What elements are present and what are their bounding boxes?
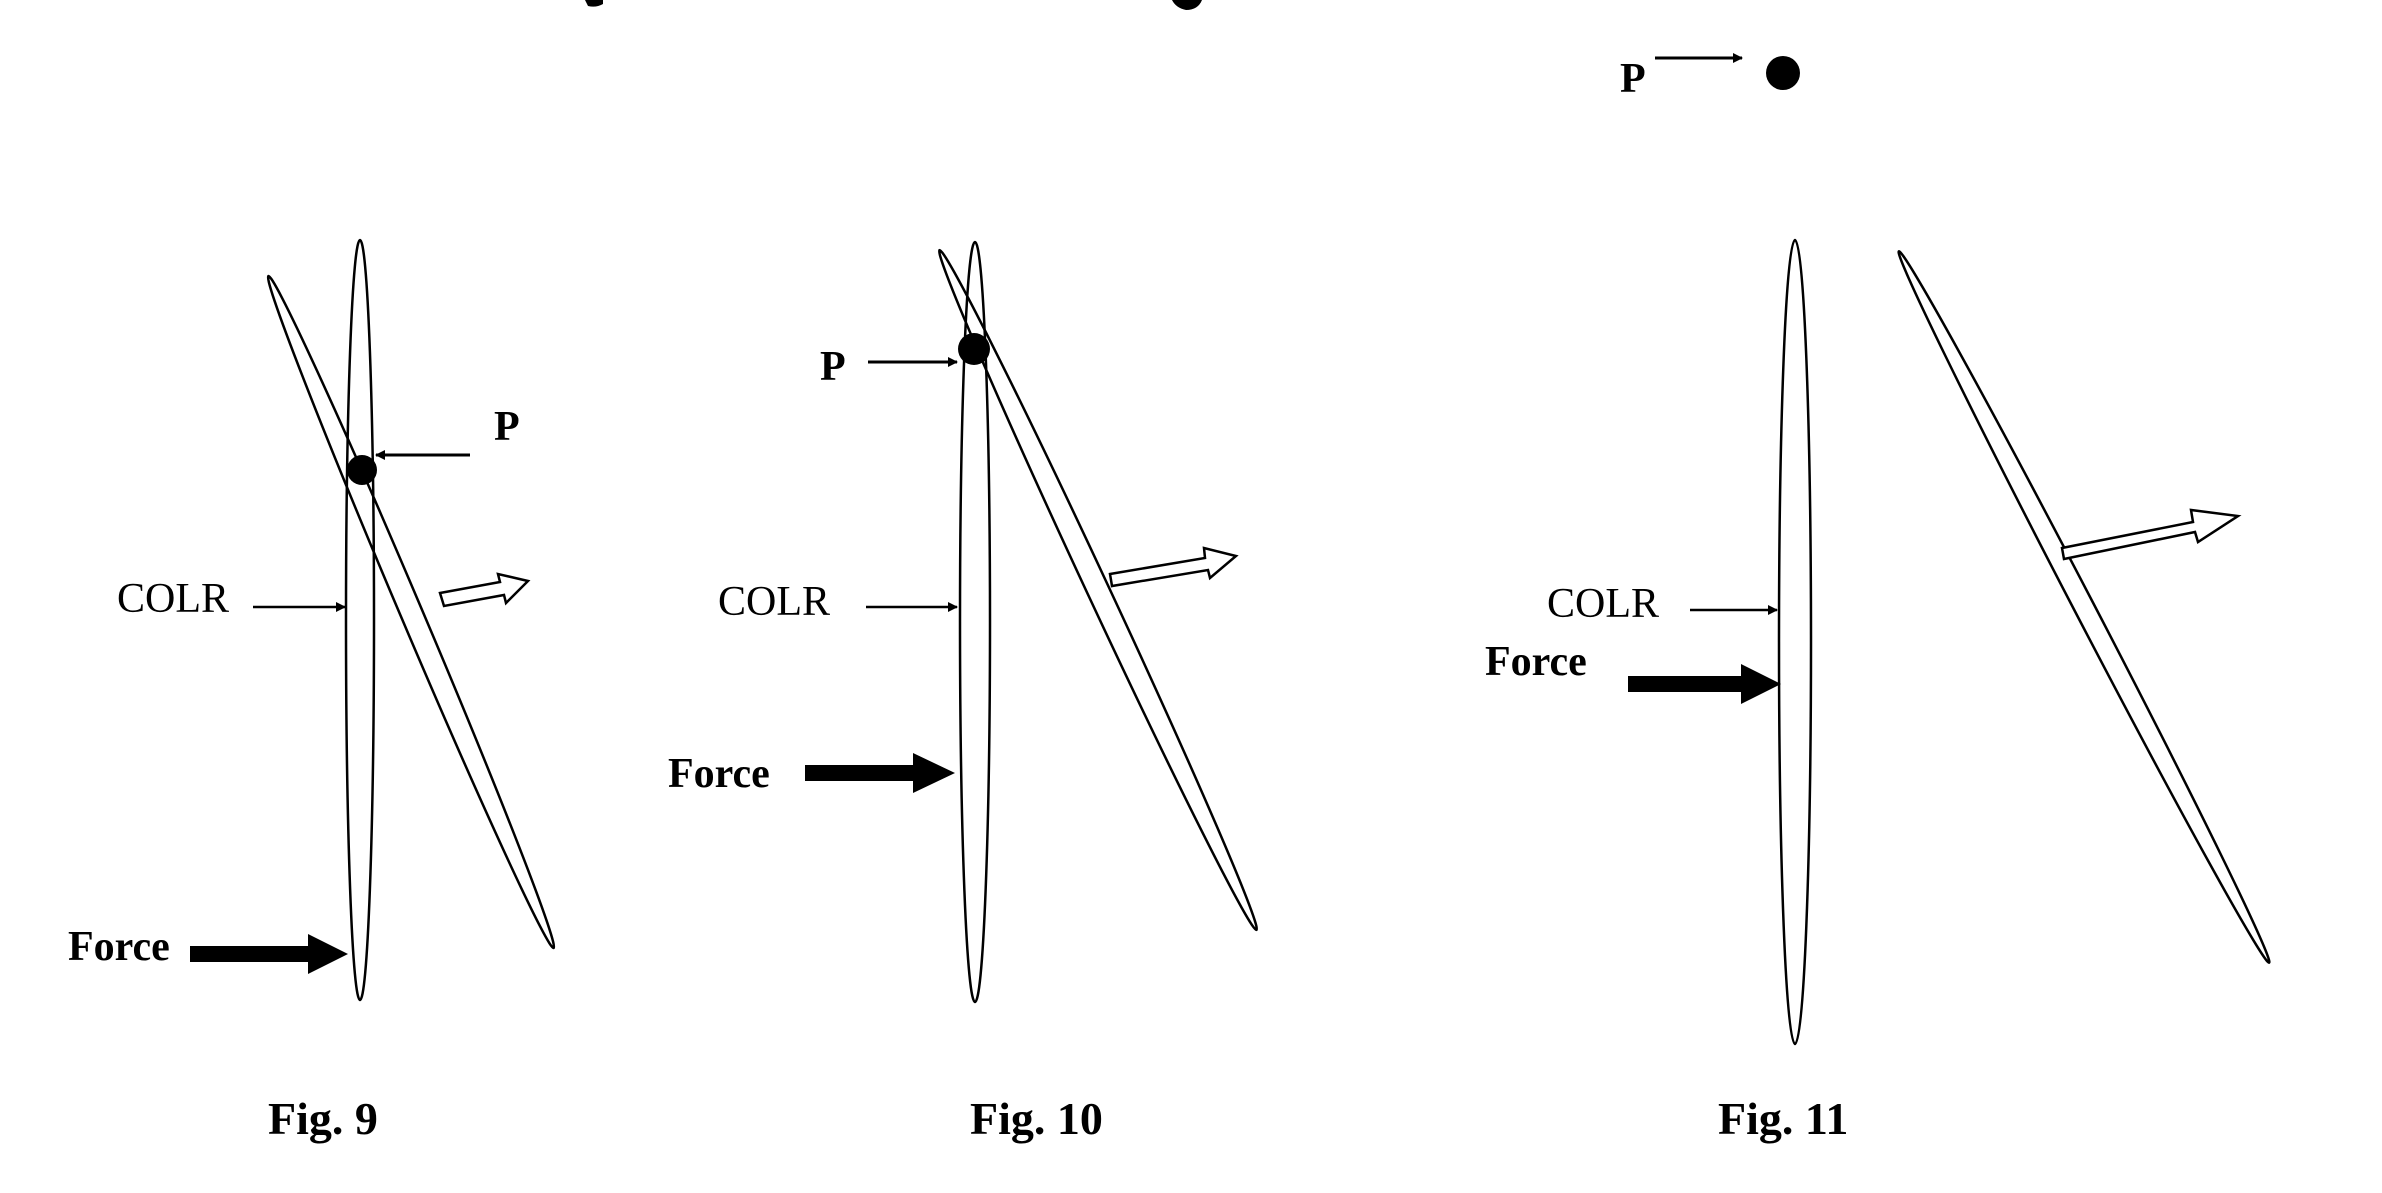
point-p-marker	[958, 333, 990, 365]
body-rotated	[1897, 250, 2271, 964]
point-p-label: P	[820, 344, 846, 390]
force-label: Force	[1485, 639, 1587, 685]
motion-arrow-outline	[1108, 546, 1239, 588]
fig-10-caption: Fig. 10	[970, 1093, 1103, 1144]
motion-arrow-outline	[438, 572, 531, 608]
body-vertical	[958, 240, 992, 1004]
colr-label: COLR	[718, 579, 830, 625]
fig-11-caption: Fig. 11	[1718, 1093, 1848, 1144]
point-p-label: P	[494, 404, 520, 450]
fig-9: P COLR Force Fig. 9	[68, 238, 556, 1144]
force-arrow-head	[1741, 664, 1781, 704]
force-arrow-head	[308, 934, 348, 974]
colr-label: COLR	[1547, 581, 1659, 627]
point-p-label: P	[1620, 56, 1646, 102]
colr-label: COLR	[117, 576, 229, 622]
body-vertical	[1777, 238, 1813, 1046]
body-rotated	[266, 274, 556, 950]
force-label: Force	[668, 751, 770, 797]
body-vertical	[344, 238, 376, 1002]
motion-arrow-outline	[2060, 508, 2242, 561]
fig-11: P COLR Force Fig. 11	[1485, 53, 2271, 1144]
force-arrow-shaft	[1628, 676, 1743, 692]
force-arrow-shaft	[805, 765, 915, 781]
force-arrow-head	[913, 753, 955, 793]
force-arrow-shaft	[190, 946, 310, 962]
fig-9-caption: Fig. 9	[268, 1093, 378, 1144]
force-label: Force	[68, 924, 170, 970]
body-rotated	[937, 248, 1259, 932]
cropped-heading-fragment	[585, 0, 1202, 10]
point-p-marker	[1766, 56, 1800, 90]
point-p-marker	[347, 455, 377, 485]
fig-10: P COLR Force Fig. 10	[668, 240, 1259, 1144]
